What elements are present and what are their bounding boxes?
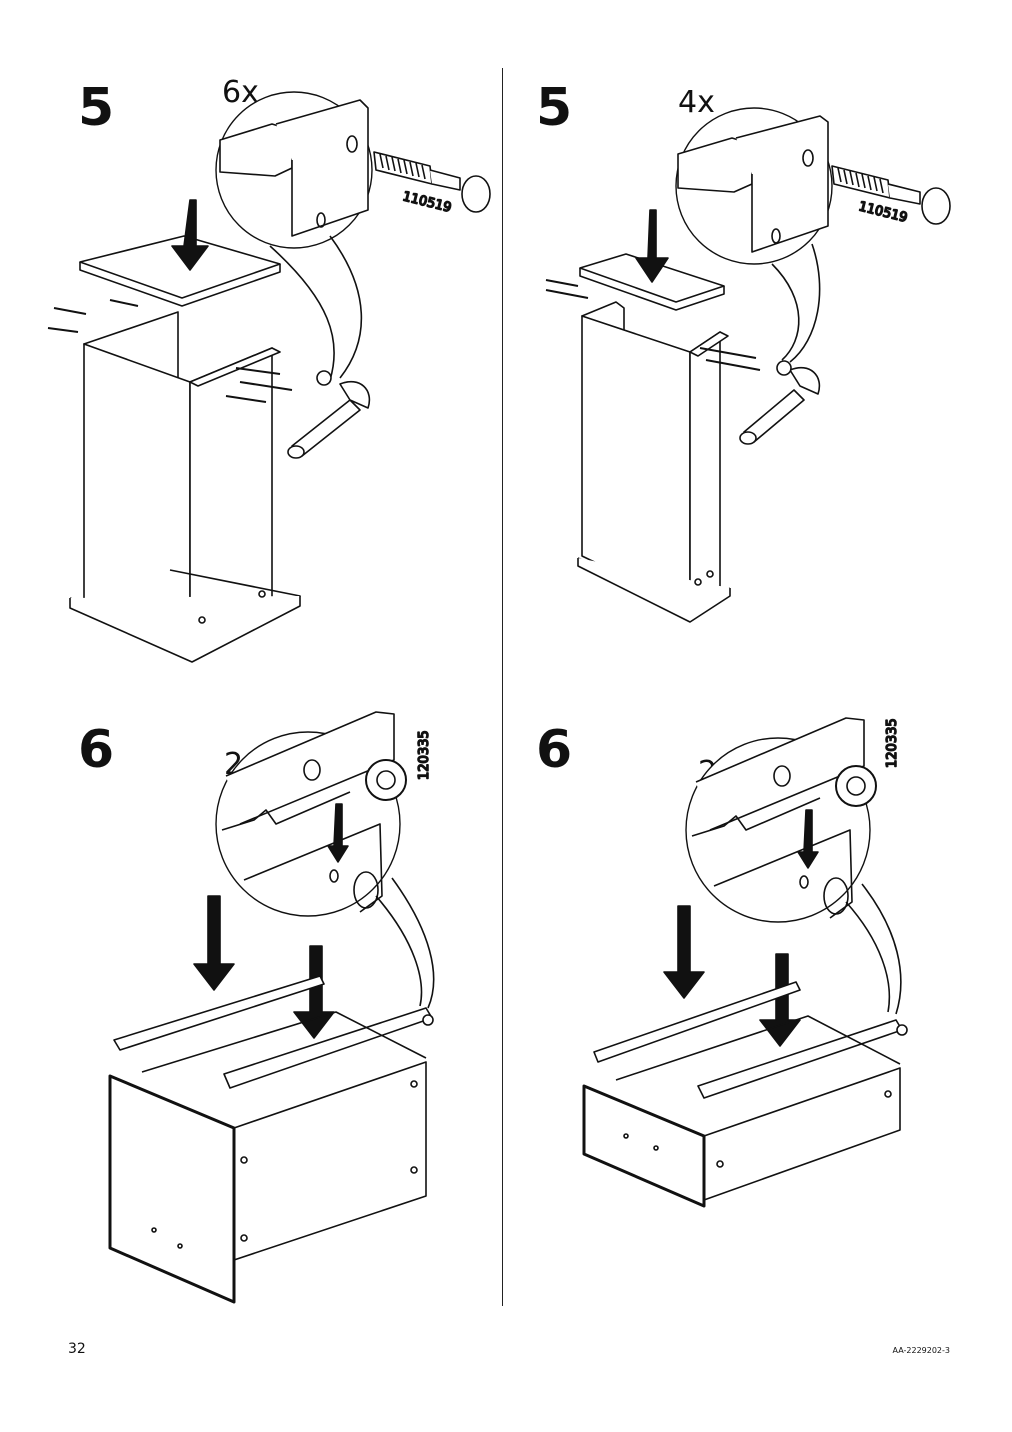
down-arrow-icon	[193, 895, 235, 991]
quantity-label: 4x	[678, 85, 715, 120]
panel-step-6-left: 6 2x 120335	[30, 700, 500, 1340]
wheel-icon	[365, 759, 407, 801]
wheel-icon	[835, 765, 877, 807]
step-number: 6	[536, 720, 572, 780]
assembly-illustration: 120335	[582, 717, 908, 1208]
drawer-rail	[113, 975, 325, 1051]
assembly-illustration: 110519	[545, 107, 951, 623]
step-number: 6	[78, 720, 114, 780]
center-divider	[502, 68, 503, 1306]
quantity-label: 6x	[222, 75, 259, 110]
panel-step-5-left: 5 6x 110519	[30, 60, 500, 700]
drawer-rail	[593, 981, 801, 1063]
page-number: 32	[68, 1341, 86, 1357]
part-number: 120335	[417, 730, 432, 780]
panel-step-6-right: 6 2x 120335	[508, 700, 978, 1340]
step-number: 5	[78, 78, 114, 138]
down-arrow-icon	[663, 905, 705, 999]
down-arrow-icon	[635, 209, 669, 283]
down-arrow-icon	[171, 199, 209, 271]
drawer-rail	[697, 1019, 903, 1099]
assembly-illustration: 120335	[108, 711, 435, 1304]
down-arrow-icon	[759, 953, 801, 1047]
step-number: 5	[536, 78, 572, 138]
assembly-illustration: 110519	[47, 91, 491, 663]
part-number: 120335	[885, 718, 900, 768]
part-number: 110519	[857, 199, 909, 226]
document-code: AA-2229202-3	[892, 1346, 950, 1355]
part-number: 110519	[401, 189, 453, 216]
panel-step-5-right: 5 4x 110519	[508, 60, 978, 700]
